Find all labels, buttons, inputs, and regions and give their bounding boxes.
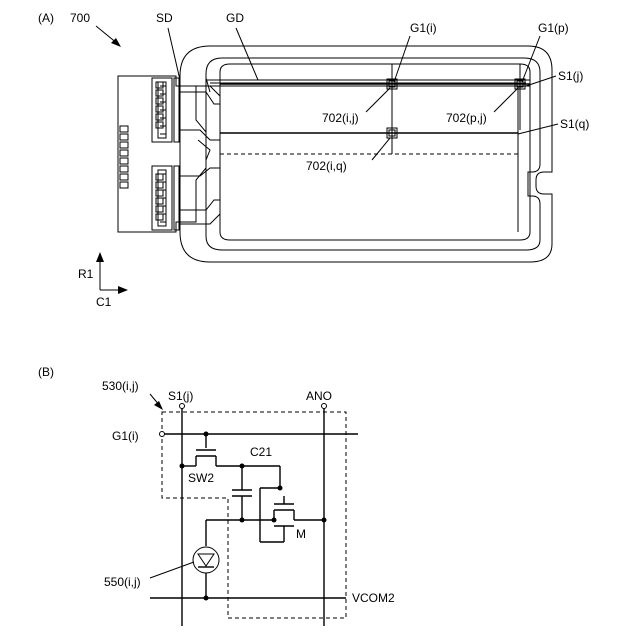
transistor-m: M — [260, 466, 327, 542]
ic-pad-column — [120, 126, 128, 188]
label-c21: C21 — [250, 445, 272, 459]
sd-region — [118, 76, 206, 232]
pixel-boundary-dashed — [162, 412, 346, 618]
axis-indicator: R1 C1 — [78, 252, 128, 309]
part-a-top-view: (A) 700 — [38, 11, 589, 309]
label-702-pj: 702(p,j) — [446, 111, 487, 125]
axis-label-c1: C1 — [96, 295, 112, 309]
label-vcom2: VCOM2 — [352, 591, 395, 605]
capacitor-c21: C21 — [232, 445, 272, 520]
ic-pad-grid-lower — [156, 174, 163, 220]
device-ref-700: 700 — [70, 11, 90, 25]
sd-routing-lines — [180, 86, 220, 224]
label-ano: ANO — [306, 389, 332, 403]
label-g1p: G1(p) — [538, 21, 569, 35]
label-s1q: S1(q) — [560, 117, 589, 131]
part-a-label: (A) — [38, 11, 54, 25]
label-530-ij: 530(i,j) — [102, 379, 139, 393]
led-550: 550(i,j) — [104, 547, 219, 601]
label-s1j: S1(j) — [558, 69, 583, 83]
part-b-pixel-circuit: (B) 530(i,j) S1(j) ANO G1(i) VCOM2 — [38, 365, 395, 626]
label-b-s1j: S1(j) — [168, 389, 193, 403]
display-region — [220, 64, 530, 240]
label-702-iq: 702(i,q) — [306, 159, 347, 173]
label-m: M — [296, 527, 306, 541]
ref-arrow-530 — [150, 394, 163, 410]
ic-pad-grid-upper — [156, 82, 163, 128]
part-b-label: (B) — [38, 365, 54, 379]
label-sd: SD — [156, 11, 173, 25]
label-sw2: SW2 — [188, 471, 214, 485]
label-550-ij: 550(i,j) — [104, 575, 141, 589]
label-g1i: G1(i) — [410, 21, 437, 35]
label-702-ij: 702(i,j) — [322, 111, 359, 125]
label-gd: GD — [226, 11, 244, 25]
axis-label-r1: R1 — [78, 267, 94, 281]
label-b-g1i: G1(i) — [112, 429, 139, 443]
ref-arrow-700 — [96, 26, 121, 47]
